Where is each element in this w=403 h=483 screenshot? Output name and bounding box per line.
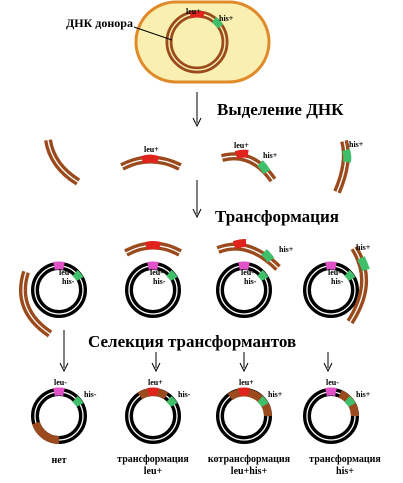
fragment2-leu-label: leu+ [144,145,159,154]
outcome3-caption-line1: котрансформация [208,454,291,465]
recipient4-his-label: his- [331,277,344,286]
fragment-d-his-label: his+ [356,243,371,252]
outcome1-caption: нет [51,455,66,466]
recipient2-leu-label: leu- [150,268,163,277]
outcome3-his-label: his+ [268,390,283,399]
recipient1-leu-label: leu- [59,268,72,277]
outcome2-leu-label: leu+ [148,378,163,387]
fragment3-his-label: his+ [263,151,278,160]
outcome3-caption-line2: leu+his+ [231,466,268,477]
leu-plus-segment [189,10,205,19]
recipient1-his-label: his- [62,277,75,286]
outcome2-caption-line1: трансформация [117,454,189,465]
step-selection-label: Селекция трансформантов [88,332,296,351]
fragment-1 [44,139,81,186]
recipient-row: leu- his- leu- his- leu- his- his+ leu- … [19,239,371,338]
cell-body [134,0,271,84]
outcome2-his-label: his- [178,390,191,399]
outcome1-leu-label: leu- [54,378,67,387]
outcome3-leu-label: leu+ [239,378,254,387]
outcome4-leu-label: leu- [326,378,339,387]
donor-his-label: his+ [219,14,234,23]
fragment4-his-label: his+ [349,140,364,149]
fragment3-leu-label: leu+ [234,141,249,150]
his-plus-segment [211,16,224,29]
donor-dna-title: ДНК донора [66,16,133,30]
donor-pointer-line [133,26,173,41]
recipient2-his-label: his- [153,277,166,286]
donor-cell: leu+ his+ ДНК донора [66,0,271,84]
outcome4-caption-line1: трансформация [309,454,381,465]
outcome1-his-label: his- [84,390,97,399]
step-isolation-label: Выделение ДНК [217,100,344,119]
step-transformation-label: Трансформация [215,207,339,226]
recipient3-leu-label: leu- [241,268,254,277]
fragment-c-his-label: his+ [279,245,294,254]
donor-leu-label: leu+ [186,7,201,16]
recipient4-leu-label: leu- [328,268,341,277]
outcome-row: leu- his- leu+ his- leu+ his+ leu- his+ [31,378,371,445]
recipient3-his-label: his- [244,277,257,286]
outcome2-caption-line2: leu+ [144,466,163,477]
outcome4-his-label: his+ [356,390,371,399]
outcome4-caption-line2: his+ [336,466,354,477]
isolated-fragments: leu+ leu+ his+ his+ [44,139,364,194]
